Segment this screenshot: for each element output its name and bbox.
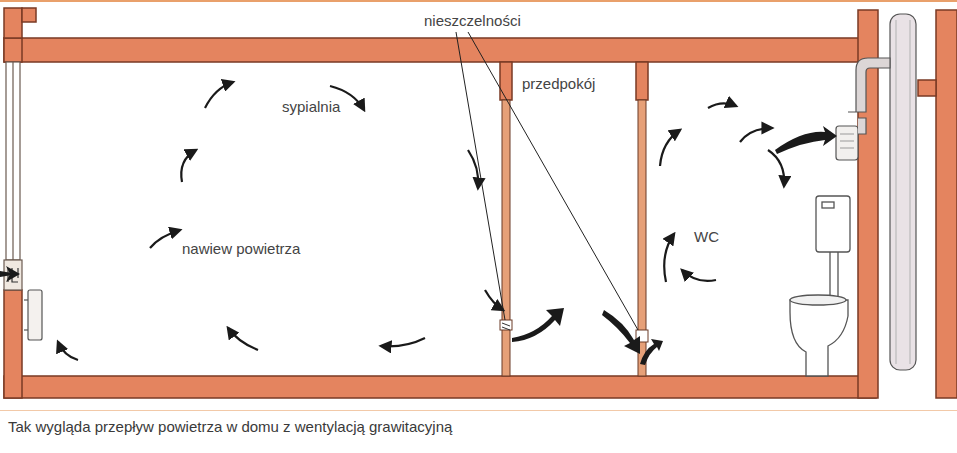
airflow-arrow-large: [0, 126, 837, 365]
leader-line: [456, 32, 505, 320]
room-label: przedpokój: [522, 75, 595, 93]
toilet: [822, 202, 834, 208]
door: [500, 320, 512, 330]
wall: [918, 80, 936, 96]
wall: [636, 62, 648, 100]
toilet: [790, 300, 848, 376]
airflow-arrow: [381, 338, 425, 346]
window: [12, 62, 13, 260]
room-label: WC: [694, 228, 719, 246]
radiator: [24, 329, 28, 330]
wall: [500, 62, 512, 100]
wall: [4, 8, 957, 398]
airflow-arrow-large: [0, 270, 18, 278]
exhaust-grille: [836, 126, 858, 160]
airflow-arrow-large: [775, 126, 837, 154]
exhaust-grille: [848, 58, 890, 112]
wall: [4, 38, 22, 62]
door: [502, 100, 510, 376]
toilet: [830, 252, 838, 296]
frame-line: [0, 0, 957, 411]
figure-caption: Tak wygląda przepływ powietrza w domu z …: [8, 418, 452, 436]
airflow-arrow: [664, 234, 674, 282]
radiator: [28, 290, 42, 340]
vent-duct: [890, 14, 916, 370]
airflow-arrow-large: [640, 339, 663, 365]
leak-label: nieszczelności: [424, 12, 521, 30]
airflow-arrow: [181, 150, 196, 182]
leader-line: [456, 32, 638, 330]
airflow-arrow: [58, 342, 78, 360]
airflow-arrow: [768, 150, 784, 186]
inlet-label: nawiew powietrza: [182, 240, 300, 258]
airflow-arrow: [660, 130, 680, 166]
airflow-arrow: [205, 82, 233, 108]
airflow-arrow: [708, 103, 736, 108]
airflow-arrow: [485, 290, 503, 310]
door: [500, 100, 648, 376]
window: [6, 62, 20, 260]
exhaust-grille: [836, 58, 890, 160]
frame-line: [0, 0, 957, 2]
window: [4, 62, 22, 290]
leader-line: [468, 32, 638, 330]
vent-duct: [895, 20, 896, 364]
radiator: [24, 290, 42, 340]
wall: [936, 10, 957, 398]
wall: [4, 290, 22, 398]
airflow-arrow: [740, 128, 772, 142]
airflow-arrow-large: [512, 308, 564, 342]
wall: [4, 376, 876, 398]
airflow-arrow: [682, 270, 716, 281]
airflow-arrow: [150, 230, 180, 248]
vent-duct: [909, 20, 910, 364]
airflow-arrow-large: [602, 310, 640, 354]
room-label: sypialnia: [282, 98, 340, 116]
airflow-arrow: [228, 328, 258, 350]
wall: [22, 8, 36, 22]
airflow-arrow: [58, 82, 784, 360]
toilet: [790, 196, 850, 376]
wall: [4, 8, 22, 38]
wall: [4, 38, 876, 62]
vent-duct: [890, 14, 916, 370]
door: [502, 323, 510, 330]
toilet: [816, 196, 850, 252]
airflow-arrow: [468, 150, 478, 188]
toilet: [790, 295, 846, 305]
radiator: [24, 299, 28, 300]
frame-line: [0, 410, 957, 411]
exhaust-grille: [858, 118, 866, 134]
exhaust-grille: [840, 134, 854, 148]
